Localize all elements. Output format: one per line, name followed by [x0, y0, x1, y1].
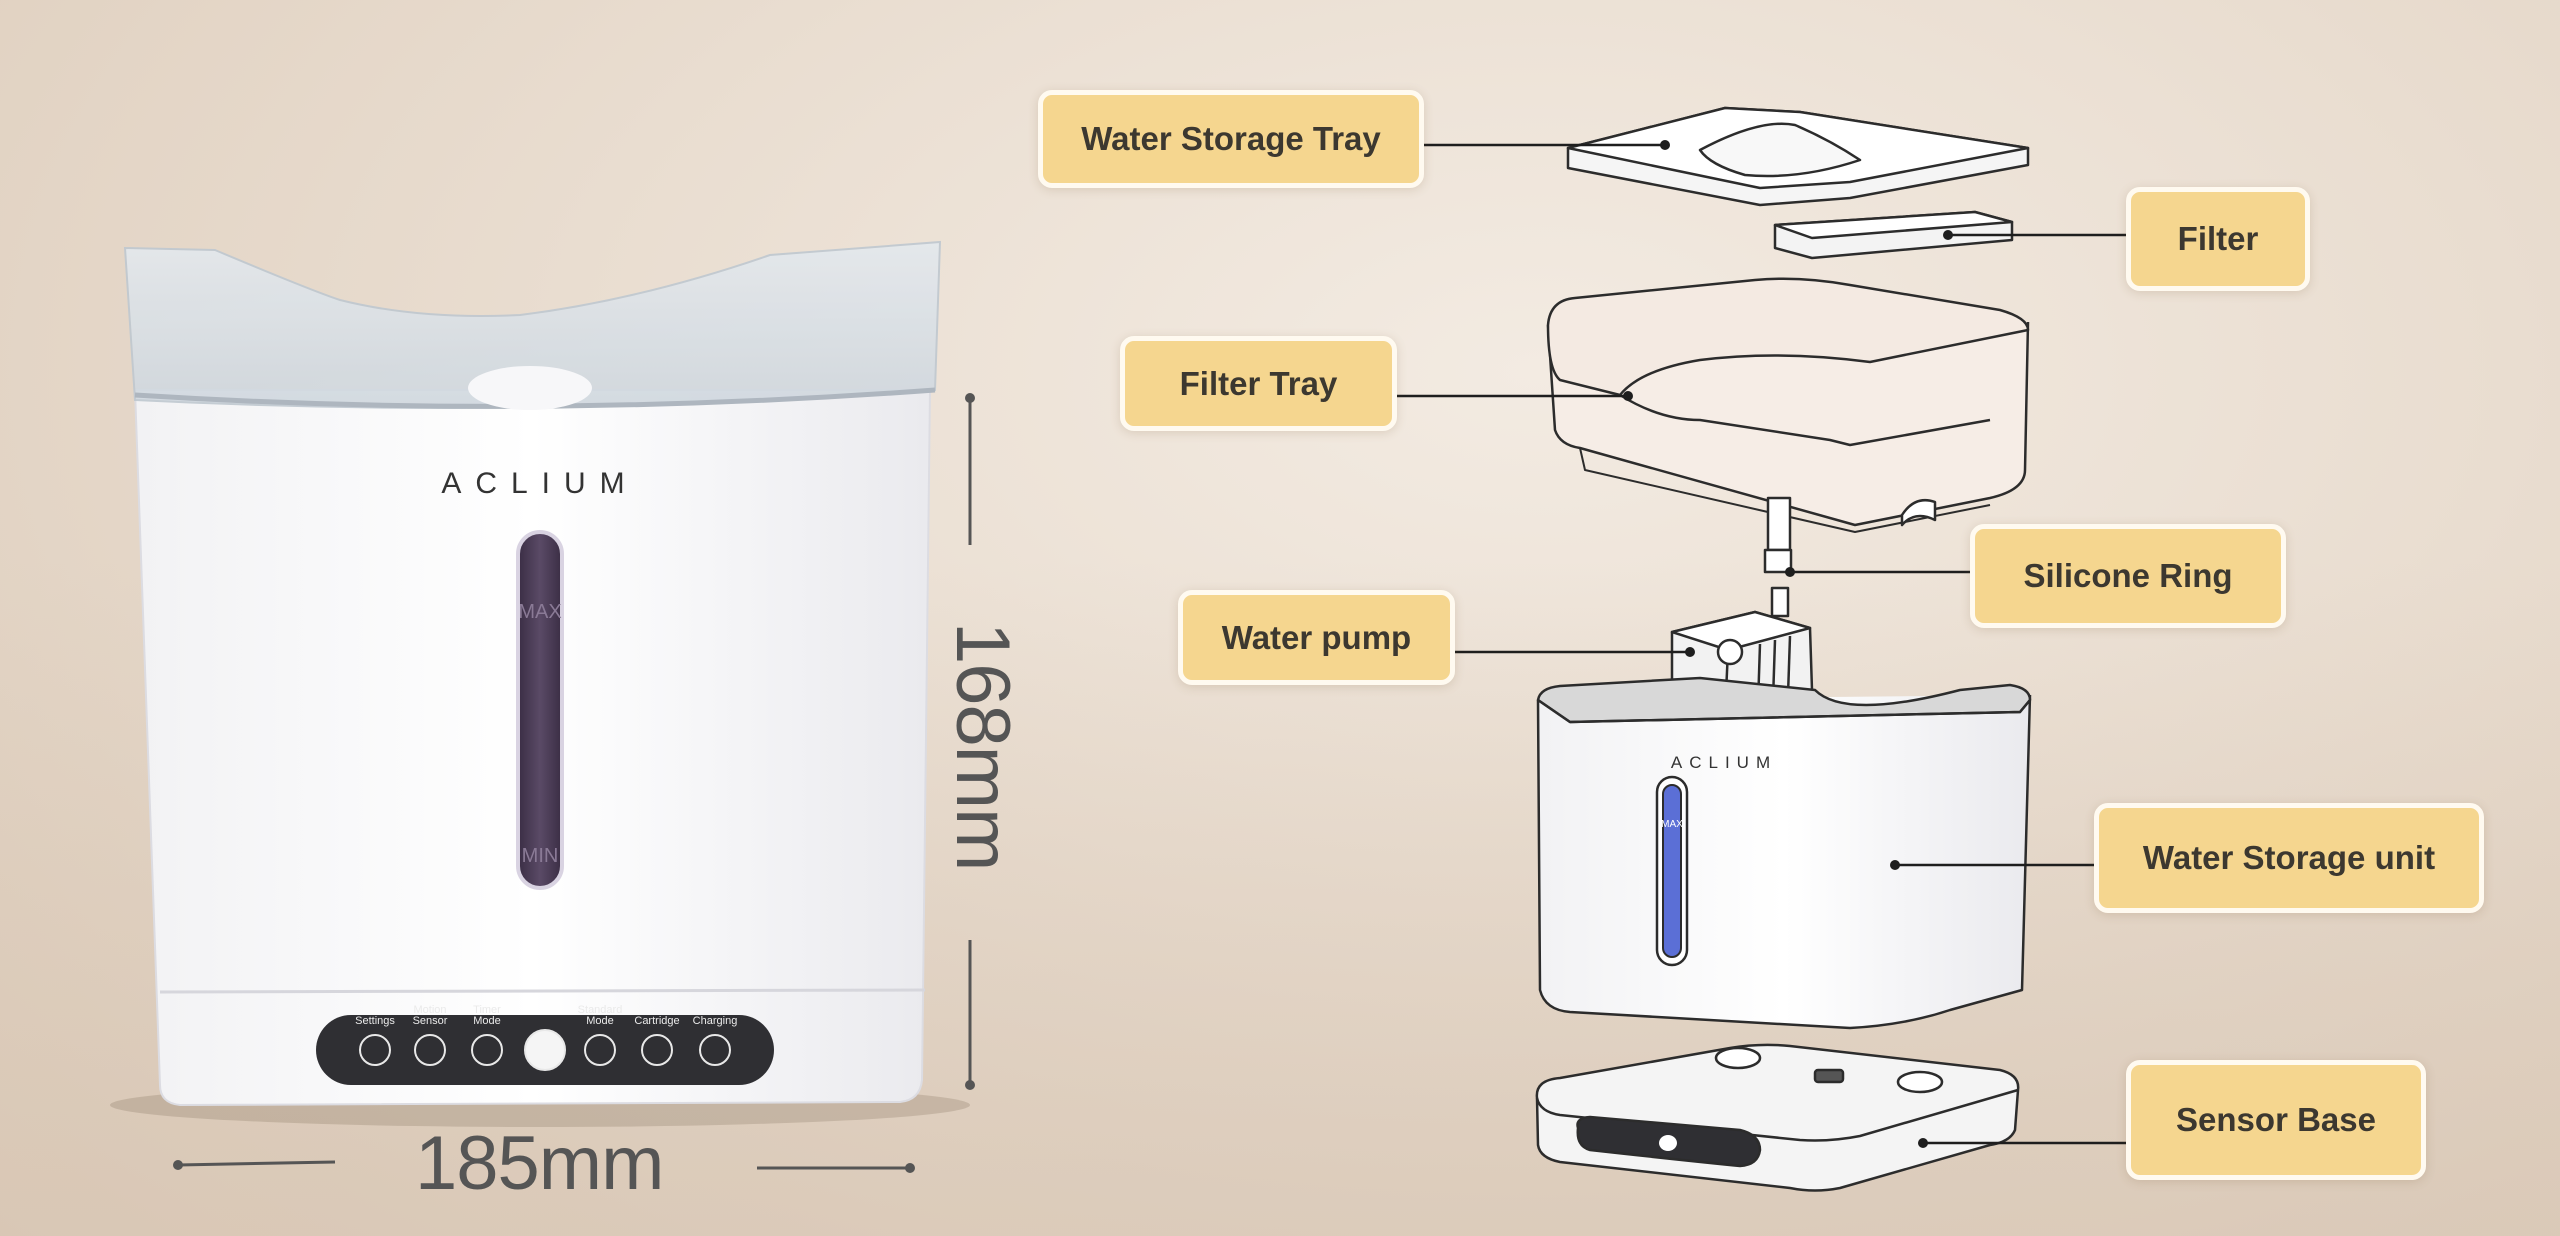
- base-seam: [159, 988, 926, 994]
- cartridge-icon: [641, 1034, 673, 1066]
- dimension-endpoints: [173, 393, 975, 1173]
- fan-icon: [359, 1034, 391, 1066]
- leader-lines: [1372, 143, 2160, 1145]
- max-mark: MAX: [518, 601, 561, 623]
- brand-logo-small: ACLIUM: [1671, 753, 1777, 772]
- power-button: [524, 1029, 566, 1071]
- part-filter-tray: [1546, 277, 2030, 574]
- panel-caption: Cartridge: [634, 1015, 679, 1027]
- panel-caption: Timer: [473, 1004, 501, 1016]
- dimension-lines: [177, 398, 972, 1170]
- part-sensor-base: [1535, 1043, 2020, 1192]
- label-sensor-base: Sensor Base: [2126, 1060, 2426, 1180]
- panel-caption: Standard: [578, 1004, 623, 1016]
- water-level-window: [516, 530, 564, 890]
- leader-dots: [1623, 140, 1953, 1148]
- max-mark-small: MAX: [1661, 819, 1683, 830]
- label-filter-tray: Filter Tray: [1120, 336, 1397, 431]
- panel-caption: Settings: [355, 1015, 395, 1027]
- panel-caption: Sensor: [413, 1015, 448, 1027]
- motion-sensor-icon: [414, 1034, 446, 1066]
- timer-icon: [471, 1034, 503, 1066]
- min-mark: MIN: [522, 845, 559, 867]
- label-water-storage-unit: Water Storage unit: [2094, 803, 2484, 913]
- brand-logo: ACLIUM: [441, 467, 638, 500]
- height-dimension: 168mm: [940, 622, 1025, 871]
- width-line-left: [177, 1160, 336, 1167]
- width-dimension: 185mm: [415, 1121, 664, 1206]
- part-water-storage-tray: [1566, 106, 2030, 207]
- label-filter: Filter: [2126, 187, 2310, 291]
- panel-caption: Mode: [586, 1015, 614, 1027]
- label-silicone-ring: Silicone Ring: [1970, 524, 2286, 628]
- panel-caption: Motion: [413, 1004, 446, 1016]
- label-water-pump: Water pump: [1178, 590, 1455, 685]
- lightning-icon: [699, 1034, 731, 1066]
- panel-caption: Charging: [693, 1015, 738, 1027]
- part-filter: [1773, 210, 2014, 260]
- panel-caption: Mode: [473, 1015, 501, 1027]
- label-water-storage-tray: Water Storage Tray: [1038, 90, 1424, 188]
- part-water-storage-unit: [1536, 676, 2032, 1030]
- spout: [468, 366, 592, 410]
- wave-icon: [584, 1034, 616, 1066]
- exploded-parts: [1535, 106, 2032, 1192]
